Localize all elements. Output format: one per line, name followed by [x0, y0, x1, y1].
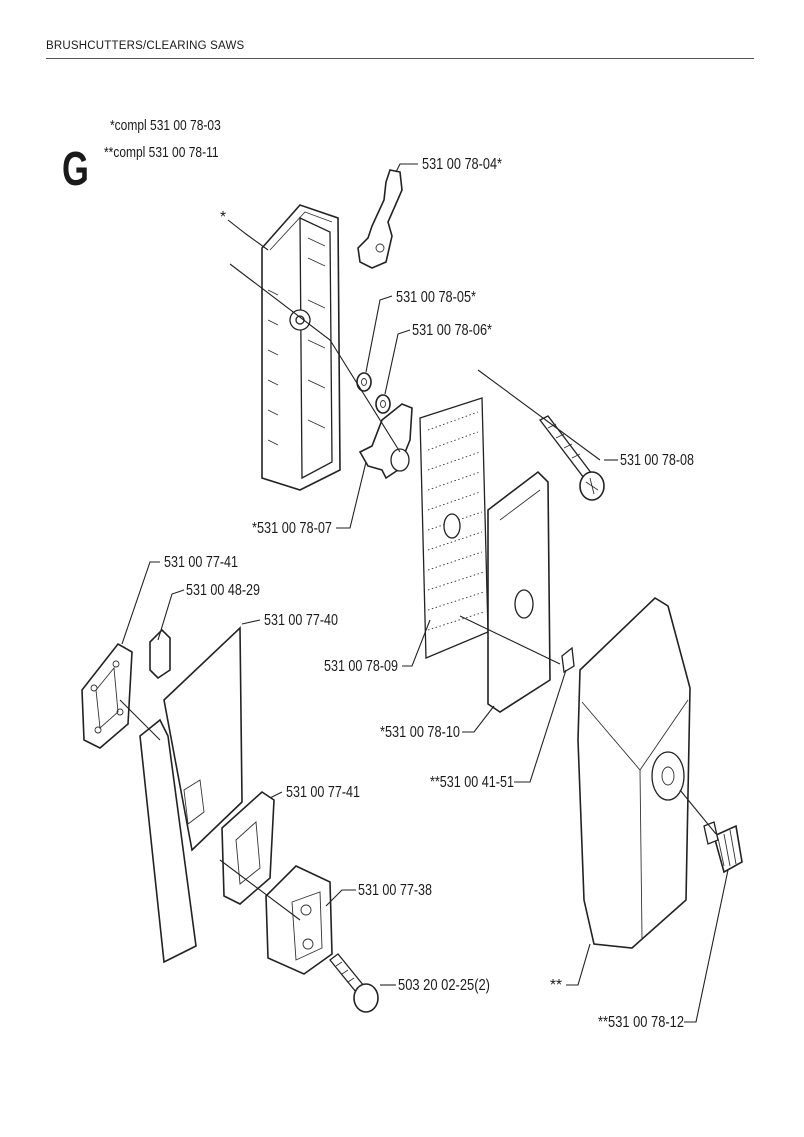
label-531-00-78-09: 531 00 78-09: [324, 658, 398, 675]
screw-78-08: [539, 415, 605, 501]
kit-label-double-star: **compl 531 00 78-11: [104, 144, 219, 161]
knob-78-12: [703, 821, 743, 874]
leader-lines: [119, 163, 729, 1023]
page-header: BRUSHCUTTERS/CLEARING SAWS: [46, 38, 754, 59]
label-531-00-78-12: **531 00 78-12: [598, 1014, 684, 1031]
label-double-star-cover: **: [550, 977, 562, 994]
label-531-00-48-29: 531 00 48-29: [186, 582, 260, 599]
bracket-78-04: [357, 169, 403, 269]
washer-78-06: [375, 394, 391, 414]
heat-shield-77-40: [139, 626, 243, 964]
block-48-29: [149, 628, 171, 680]
filter-mesh-78-09: [419, 397, 489, 659]
gasket-77-41-lower: [221, 790, 275, 905]
label-531-00-78-07: *531 00 78-07: [252, 520, 332, 537]
header-title: BRUSHCUTTERS/CLEARING SAWS: [46, 40, 245, 52]
label-531-00-78-06: 531 00 78-06*: [412, 322, 492, 339]
label-531-00-78-05: 531 00 78-05*: [396, 289, 476, 306]
kit-label-single-star: *compl 531 00 78-03: [110, 117, 221, 134]
label-531-00-78-10: *531 00 78-10: [380, 724, 460, 741]
label-531-00-41-51: **531 00 41-51: [430, 774, 514, 791]
label-531-00-77-41-lower: 531 00 77-41: [286, 784, 360, 801]
label-star-housing: *: [220, 209, 226, 226]
label-503-20-02-25: 503 20 02-25(2): [398, 977, 490, 994]
gasket-77-41-upper: [81, 642, 133, 749]
label-531-00-77-41-upper: 531 00 77-41: [164, 554, 238, 571]
label-531-00-78-04: 531 00 78-04*: [422, 156, 502, 173]
washer-78-05: [356, 372, 372, 392]
filter-housing: [261, 204, 341, 491]
filter-element-78-10: [487, 470, 551, 713]
section-letter: G: [62, 143, 89, 196]
clip-41-51: [561, 646, 575, 674]
label-531-00-77-38: 531 00 77-38: [358, 882, 432, 899]
filter-cover: [577, 596, 691, 949]
label-531-00-77-40: 531 00 77-40: [264, 612, 338, 629]
muffler-77-38: [265, 865, 333, 975]
bolt-503-20-02-25: [329, 953, 379, 1013]
label-531-00-78-08: 531 00 78-08: [620, 452, 694, 469]
